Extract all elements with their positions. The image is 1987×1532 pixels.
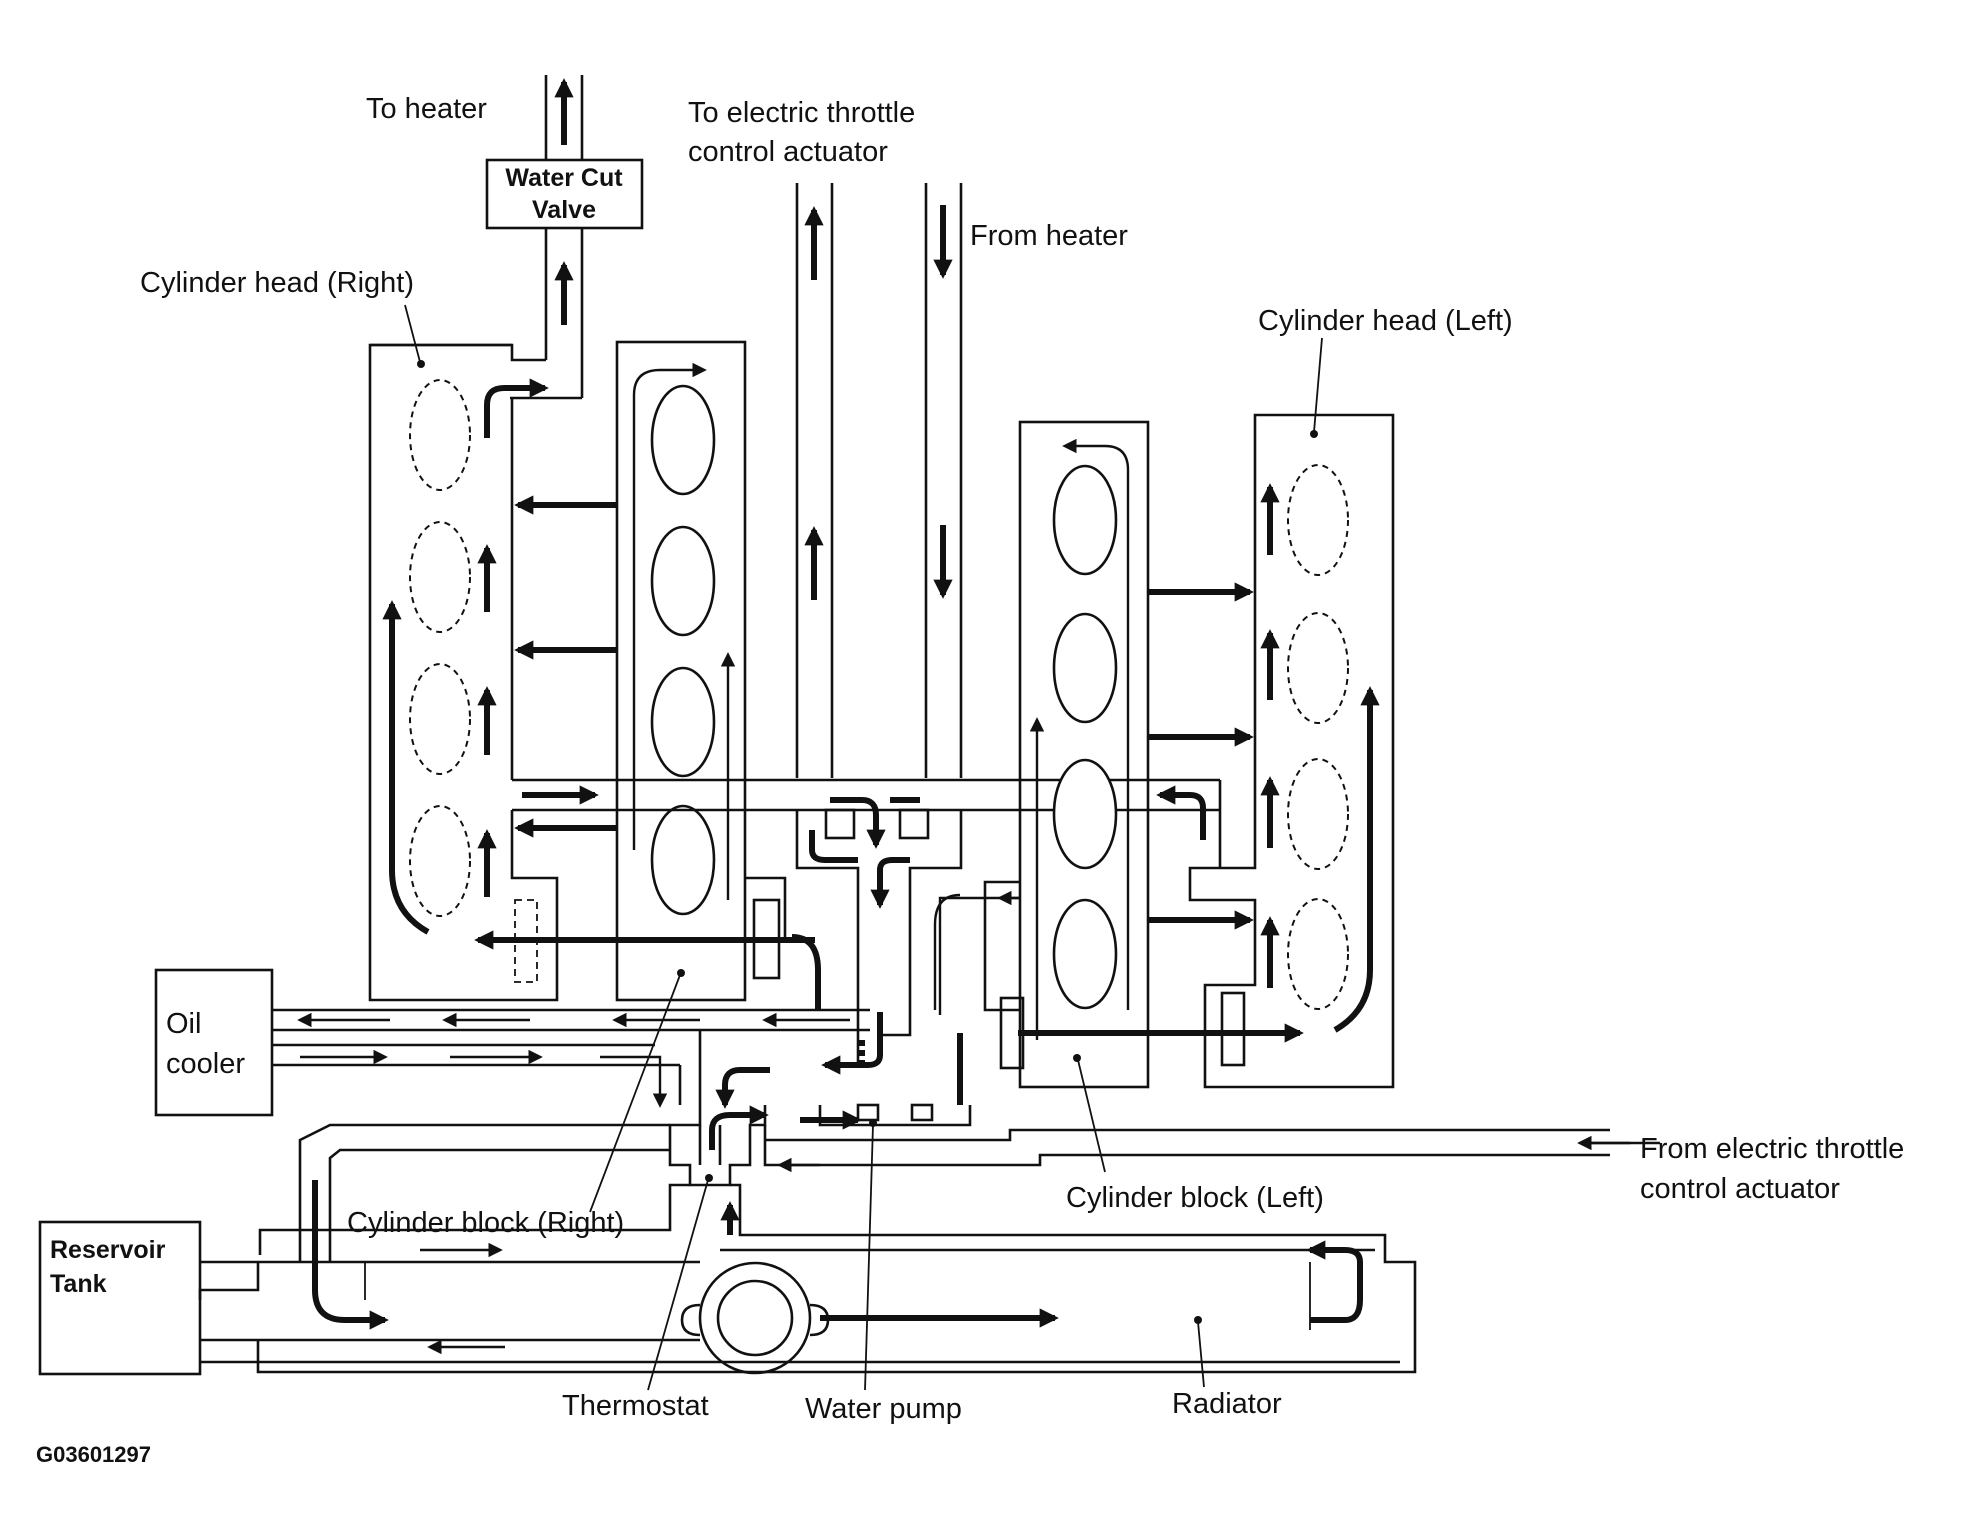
water-pump [763,1103,1660,1173]
to-heater-label: To heater [366,93,487,125]
figure-code: G03601297 [36,1442,151,1467]
cylinder-block-left [938,420,1304,1105]
water-cut-valve-label-2: Valve [532,196,596,224]
thermostat-label: Thermostat [562,1390,709,1422]
water-pump-label: Water pump [805,1393,962,1425]
throttle-pipes [795,183,963,778]
water-cut-valve-label-1: Water Cut [505,164,623,192]
to-throttle-label-1: To electric throttle [688,97,915,129]
to-throttle-label-2: control actuator [688,136,888,168]
oil-cooler-label-2: cooler [166,1048,245,1080]
radiator [198,1123,1417,1375]
cylinder-head-left-label: Cylinder head (Left) [1258,305,1513,337]
cylinder-block-left-label: Cylinder block (Left) [1066,1182,1324,1214]
from-throttle-label-1: From electric throttle [1640,1133,1904,1165]
reservoir-tank-label-2: Tank [50,1270,107,1298]
center-junction [795,797,963,1075]
thermostat [668,1067,770,1187]
heater-pipes [370,75,584,400]
from-heater-label: From heater [970,220,1128,252]
radiator-label: Radiator [1172,1388,1282,1420]
cylinder-head-right-label: Cylinder head (Right) [140,267,414,299]
cylinder-head-left [1188,413,1395,1089]
oil-cooler-label-1: Oil [166,1008,201,1040]
from-throttle-label-2: control actuator [1640,1173,1840,1205]
cylinder-block-right [474,340,821,1010]
radiator-cap [698,1261,812,1375]
leader-lines [404,304,1323,1391]
oil-cooler: Oil cooler [154,893,961,1117]
reservoir-tank-label-1: Reservoir [50,1236,166,1264]
cylinder-head-right [368,343,617,1002]
cylinder-block-right-label: Cylinder block (Right) [347,1207,624,1239]
labels: To heater To electric throttle control a… [36,93,1904,1467]
reservoir-tank: Reservoir Tank [38,1220,202,1376]
water-cut-valve: Water Cut Valve [485,158,644,230]
